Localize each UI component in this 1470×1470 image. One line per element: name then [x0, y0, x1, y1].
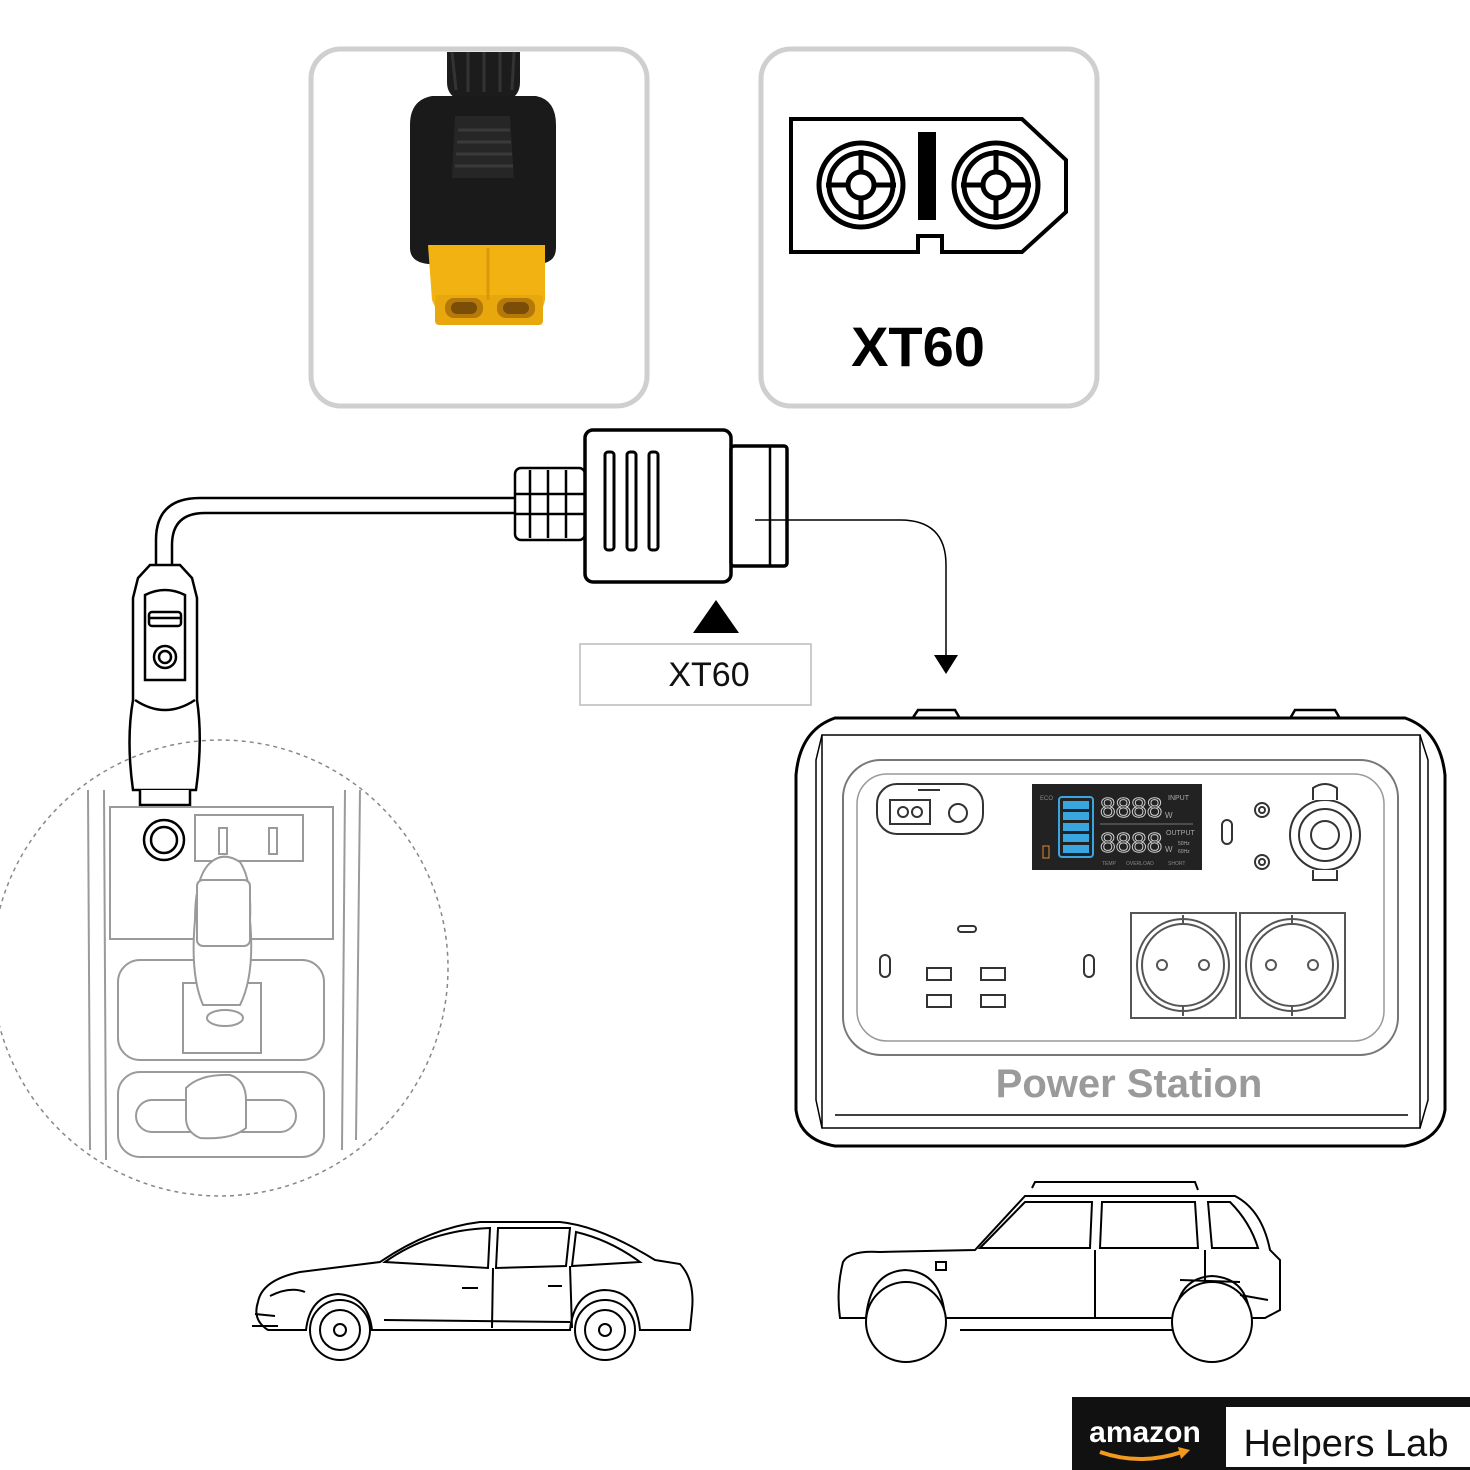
arrow-up-icon — [693, 600, 739, 633]
ac-outlet-left — [1130, 912, 1237, 1019]
svg-text:SHORT: SHORT — [1168, 861, 1185, 867]
output-readout: 8888 — [1100, 827, 1162, 858]
cable-assembly — [154, 428, 947, 660]
svg-text:W: W — [1165, 811, 1173, 820]
svg-text:W: W — [1165, 845, 1173, 854]
svg-text:OUTPUT: OUTPUT — [1166, 830, 1196, 837]
power-station: ECO 8888 8888 INPUT W OUTPUT W 50Hz 60Hz… — [794, 708, 1447, 1148]
socket-left-icon — [816, 140, 906, 230]
svg-text:60Hz: 60Hz — [1178, 849, 1190, 855]
car-console-detail — [0, 739, 449, 1197]
callout-label: XT60 — [668, 656, 749, 694]
panel-label: XT60 — [851, 315, 985, 378]
brand-badge: amazon Helpers Lab — [1072, 1397, 1470, 1470]
amazon-smile-icon — [1099, 1450, 1183, 1461]
xt60-callout: XT60 — [579, 643, 812, 706]
suv-car-illustration — [837, 1181, 1281, 1363]
usb-ports — [879, 925, 1095, 1008]
car-socket-port — [1289, 783, 1361, 881]
lcd-display: ECO 8888 8888 INPUT W OUTPUT W 50Hz 60Hz… — [1032, 784, 1202, 870]
svg-text:OVERLOAD: OVERLOAD — [1126, 861, 1154, 867]
sedan-car-illustration — [252, 1221, 694, 1361]
input-readout: 8888 — [1100, 792, 1162, 823]
ac-outlet-right — [1239, 912, 1346, 1019]
seller-name: Helpers Lab — [1244, 1423, 1449, 1465]
svg-text:ECO: ECO — [1040, 796, 1053, 802]
amazon-logo: amazon — [1089, 1416, 1201, 1449]
arrow-down-icon — [934, 655, 958, 674]
svg-text:INPUT: INPUT — [1168, 795, 1190, 802]
xt60-symbol-panel: XT60 — [758, 46, 1100, 409]
car-charger-plug — [128, 563, 201, 807]
xt60-photo-panel — [308, 46, 650, 409]
xt60-input-port — [876, 783, 984, 835]
power-station-title: Power Station — [996, 1062, 1263, 1106]
svg-text:50Hz: 50Hz — [1178, 841, 1190, 847]
socket-right-icon — [951, 140, 1041, 230]
xt60-outline-icon — [789, 117, 1068, 254]
svg-text:TEMP: TEMP — [1102, 861, 1117, 867]
